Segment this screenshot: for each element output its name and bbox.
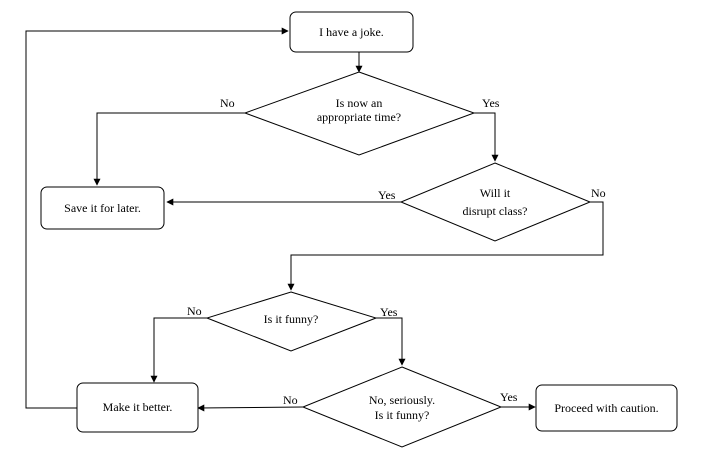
- decision-disrupt-class-line2: disrupt class?: [463, 204, 528, 218]
- edge-appropriate-yes-to-disrupt: [474, 112, 499, 162]
- decision-seriously-funny-line2: Is it funny?: [375, 408, 430, 422]
- node-start-label: I have a joke.: [319, 25, 384, 39]
- decision-is-funny: Is it funny?: [205, 291, 378, 352]
- edge-appropriate-no-to-save: [93, 112, 245, 186]
- edge-label-appropriate-no: No: [220, 96, 235, 110]
- edge-funny-yes-to-seriously: [376, 317, 406, 366]
- node-make-better: Make it better.: [76, 382, 199, 433]
- edge-label-seriously-no: No: [283, 393, 298, 407]
- decision-is-funny-line1: Is it funny?: [264, 312, 319, 326]
- decision-appropriate-time: Is now an appropriate time?: [243, 71, 476, 156]
- decision-appropriate-time-line1: Is now an: [336, 96, 383, 110]
- edge-disrupt-no-to-funny: [287, 201, 604, 291]
- edge-label-disrupt-no: No: [591, 186, 606, 200]
- edge-label-seriously-yes: Yes: [500, 390, 518, 404]
- node-save-later-label: Save it for later.: [64, 201, 141, 215]
- decision-seriously-funny: No, seriously. Is it funny?: [301, 366, 503, 448]
- decision-appropriate-time-line2: appropriate time?: [317, 110, 401, 124]
- edge-label-appropriate-yes: Yes: [482, 96, 500, 110]
- node-start: I have a joke.: [289, 11, 414, 53]
- decision-disrupt-class: Will it disrupt class?: [399, 162, 592, 242]
- edge-label-funny-no: No: [187, 304, 202, 318]
- node-save-later: Save it for later.: [40, 186, 165, 230]
- edge-make-better-loop-to-start: [25, 27, 289, 409]
- decision-seriously-funny-line1: No, seriously.: [369, 393, 435, 407]
- node-make-better-label: Make it better.: [103, 400, 173, 414]
- edge-seriously-no-to-make-better: [197, 404, 304, 412]
- node-proceed: Proceed with caution.: [535, 384, 678, 432]
- edge-label-funny-yes: Yes: [380, 305, 398, 319]
- edge-label-disrupt-yes: Yes: [378, 188, 396, 202]
- decision-disrupt-class-line1: Will it: [480, 186, 511, 200]
- edge-funny-no-to-make-better: [150, 317, 207, 383]
- node-proceed-label: Proceed with caution.: [554, 401, 658, 415]
